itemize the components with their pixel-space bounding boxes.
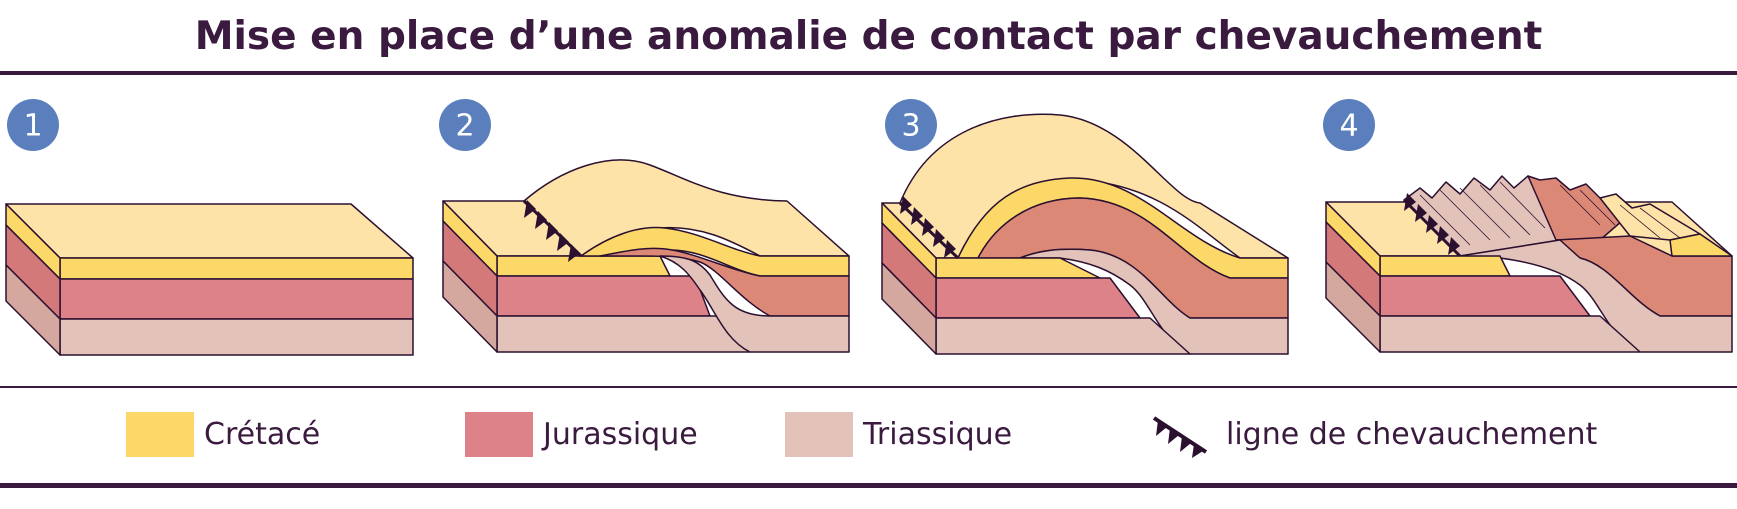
block-1-cretace-top xyxy=(5,203,414,259)
block-3-thrust-teeth xyxy=(900,196,956,258)
svg-text:4: 4 xyxy=(1339,109,1358,144)
step-badge-4: 4 xyxy=(1323,99,1375,151)
legend-item-cretace: Crétacé xyxy=(126,410,320,458)
legend-label-thrust: ligne de chevauchement xyxy=(1226,416,1598,452)
block-4-front-cretace xyxy=(1379,255,1511,277)
step-badge-3: 3 xyxy=(885,99,937,151)
legend: Crétacé Jurassique Triassique ligne de c… xyxy=(0,390,1737,480)
top-divider xyxy=(0,71,1737,75)
block-3-fold-triassique xyxy=(1019,248,1289,355)
legend-item-triassique: Triassique xyxy=(785,410,1012,458)
thrust-line-icon xyxy=(1152,416,1208,458)
swatch-jurassique xyxy=(465,411,533,457)
bottom-divider xyxy=(0,483,1737,488)
block-4-front-jurassique xyxy=(1379,275,1591,317)
block-3-side-triassique xyxy=(881,262,937,355)
block-3-front-triassique xyxy=(935,317,1191,355)
block-4-side-triassique xyxy=(1325,261,1381,353)
block-3-front-jurassique xyxy=(935,277,1141,319)
block-1-triassique-front xyxy=(59,318,414,356)
block-4 xyxy=(1325,175,1733,353)
legend-label-triassique: Triassique xyxy=(863,416,1013,452)
block-2 xyxy=(442,159,850,353)
step-badge-1: 1 xyxy=(7,99,59,151)
block-1 xyxy=(5,203,414,356)
block-4-thrust-teeth xyxy=(1404,193,1460,255)
block-4-eroded-cretace xyxy=(1599,193,1701,241)
block-2-thrust-teeth xyxy=(524,200,580,262)
legend-item-jurassique: Jurassique xyxy=(465,410,698,458)
svg-text:3: 3 xyxy=(901,109,920,144)
thrust-diagram: 1 2 3 4 xyxy=(5,99,1733,356)
block-1-side-triassique xyxy=(5,264,61,356)
block-2-front-cretace xyxy=(496,255,671,277)
page-title: Mise en place d’une anomalie de contact … xyxy=(194,14,1543,59)
block-2-fold-triassique xyxy=(659,255,850,353)
svg-text:1: 1 xyxy=(23,109,42,144)
svg-text:2: 2 xyxy=(455,109,474,144)
block-4-fold-cretace xyxy=(1669,233,1733,257)
block-2-front-jurassique xyxy=(496,275,711,317)
step-badge-2: 2 xyxy=(439,99,491,151)
block-4-hatching xyxy=(1419,181,1681,246)
block-4-front-triassique xyxy=(1379,315,1641,353)
legend-item-thrust: ligne de chevauchement xyxy=(1150,410,1597,458)
swatch-cretace xyxy=(126,411,194,457)
block-2-front-triassique xyxy=(496,315,751,353)
block-3 xyxy=(881,113,1289,355)
legend-label-cretace: Crétacé xyxy=(204,416,321,452)
swatch-triassique xyxy=(785,411,853,457)
middle-divider xyxy=(0,386,1737,388)
block-1-jurassique-front xyxy=(59,278,414,320)
block-2-side-triassique xyxy=(442,260,498,353)
legend-label-jurassique: Jurassique xyxy=(543,416,698,452)
block-1-cretace-front xyxy=(59,257,414,280)
